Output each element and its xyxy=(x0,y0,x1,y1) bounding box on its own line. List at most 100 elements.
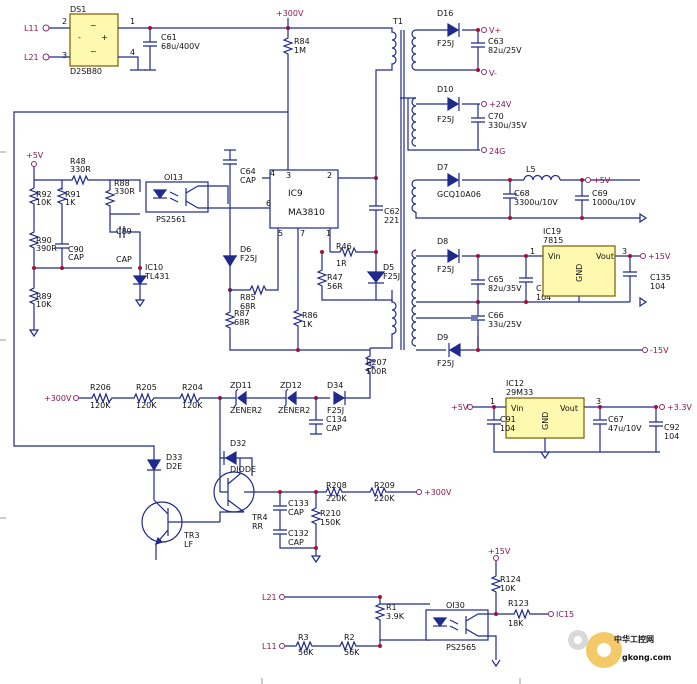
r3-value: 56K xyxy=(298,648,314,657)
zd11-ref: ZD11 xyxy=(230,381,252,390)
ds1-value: D2SB80 xyxy=(70,67,102,76)
c132-ref: C132 xyxy=(288,529,309,538)
r207-ref: R207 xyxy=(366,358,387,367)
c91-ref: C91 xyxy=(500,415,516,424)
r206-value: 120K xyxy=(90,401,111,410)
c65-value: 82u/35V xyxy=(488,284,522,293)
svg-text:4: 4 xyxy=(130,48,135,57)
watermark-cn: 中华工控网 xyxy=(614,634,654,644)
c66-ref: C66 xyxy=(488,311,504,320)
d34-value: F25J xyxy=(327,406,344,415)
r47-value: 56R xyxy=(327,282,343,291)
oi30-value: PS2565 xyxy=(446,643,476,652)
r204-value: 120K xyxy=(182,401,203,410)
oi30-body xyxy=(425,609,489,641)
r86-value: 1K xyxy=(302,320,313,329)
p15-out-label: +15V xyxy=(648,252,671,261)
svg-text:+: + xyxy=(101,33,108,42)
d32-ref: D32 xyxy=(230,439,246,448)
r90-ref: R90 xyxy=(36,236,52,245)
d33-ref: D33 xyxy=(166,453,182,462)
p5-left-label: +5V xyxy=(26,151,44,160)
ds1-body xyxy=(69,13,119,67)
tr4-ref: TR4 xyxy=(251,513,268,522)
hv-startup-label: +300V xyxy=(44,394,72,403)
r84-value: 1M xyxy=(294,46,306,55)
m15-label: -15V xyxy=(650,346,669,355)
r84-ref: R84 xyxy=(294,37,310,46)
r87-ref: R87 xyxy=(234,309,250,318)
r48-ref: R48 xyxy=(70,157,86,166)
watermark: 中华工控网 gkong.com xyxy=(568,630,671,668)
svg-text:1: 1 xyxy=(326,229,331,238)
r208-value: 220K xyxy=(326,494,347,503)
ic9-value: MA3810 xyxy=(288,208,325,218)
c63-ref: C63 xyxy=(488,37,504,46)
r205-value: 120K xyxy=(136,401,157,410)
r3-ref: R3 xyxy=(298,633,309,642)
r206-ref: R206 xyxy=(90,383,111,392)
r209-ref: R209 xyxy=(374,481,395,490)
svg-text:-: - xyxy=(78,33,81,42)
l21-terminal xyxy=(42,53,50,61)
hv-bottom-label: +300V xyxy=(424,488,452,497)
ic10-ref: IC10 xyxy=(145,263,163,272)
c92-ref: C92 xyxy=(664,423,680,432)
c69-value: 1000u/10V xyxy=(592,198,636,207)
l11-label: L11 xyxy=(24,24,39,33)
svg-text:Vout: Vout xyxy=(560,404,578,413)
p24-label: +24V xyxy=(489,100,512,109)
watermark-url: gkong.com xyxy=(622,653,671,662)
l11-terminal xyxy=(42,24,50,32)
svg-text:GND: GND xyxy=(541,412,550,430)
c69-ref: C69 xyxy=(592,189,608,198)
r89-ref: R89 xyxy=(36,292,52,301)
c61-value: 68u/400V xyxy=(161,42,200,51)
r91-value: 1K xyxy=(65,198,76,207)
c68-ref: C68 xyxy=(514,189,530,198)
p5-ic12-label: +5V xyxy=(451,403,469,412)
r46-ref: R46 xyxy=(336,242,352,251)
svg-text:Vin: Vin xyxy=(511,404,524,413)
svg-text:4: 4 xyxy=(270,169,275,178)
hv-top-label: +300V xyxy=(276,9,304,18)
l11-bottom-label: L11 xyxy=(262,642,277,651)
t1-ref: T1 xyxy=(392,17,403,26)
d33-value: D2E xyxy=(166,462,182,471)
c90-value: CAP xyxy=(68,253,84,262)
r90-value: 390R xyxy=(36,244,57,253)
svg-text:Vin: Vin xyxy=(548,252,561,261)
svg-text:3: 3 xyxy=(622,247,627,256)
bridge-rectifier-ds1: ~ ~ + - DS1 D2SB80 2 3 1 4 xyxy=(62,5,135,76)
oi13-ref: OI13 xyxy=(164,173,183,182)
r87-value: 68R xyxy=(234,318,250,327)
ic19-ref: IC19 xyxy=(543,227,561,236)
svg-text:3: 3 xyxy=(596,397,601,406)
d34-ref: D34 xyxy=(327,381,343,390)
d10-value: F25J xyxy=(437,115,454,124)
svg-text:2: 2 xyxy=(62,17,67,26)
r48-value: 330R xyxy=(70,165,91,174)
r85-value: 68R xyxy=(240,302,256,311)
c70-value: 330u/35V xyxy=(488,121,527,130)
svg-text:1: 1 xyxy=(130,17,135,26)
r207-value: 100R xyxy=(366,367,387,376)
c136-value: 104 xyxy=(536,293,551,302)
l21-bottom-label: L21 xyxy=(262,593,277,602)
zd11-value: ZENER2 xyxy=(230,406,262,415)
c89-ref: C89 xyxy=(116,227,132,236)
d7-value: GCQ10A06 xyxy=(437,190,481,199)
r46-value: 1R xyxy=(336,259,347,268)
r205-ref: R205 xyxy=(136,383,157,392)
c135-ref: C135 xyxy=(650,273,671,282)
p5-out-label: +5V xyxy=(593,176,611,185)
vplus-label: V+ xyxy=(489,26,501,35)
d8-ref: D8 xyxy=(437,237,448,246)
r2-value: 56K xyxy=(344,648,360,657)
c63-value: 82u/25V xyxy=(488,46,522,55)
p15-oi30-label: +15V xyxy=(488,547,511,556)
d10-ref: D10 xyxy=(437,85,453,94)
l21-label: L21 xyxy=(24,53,39,62)
d5-value: F25J xyxy=(383,272,400,281)
